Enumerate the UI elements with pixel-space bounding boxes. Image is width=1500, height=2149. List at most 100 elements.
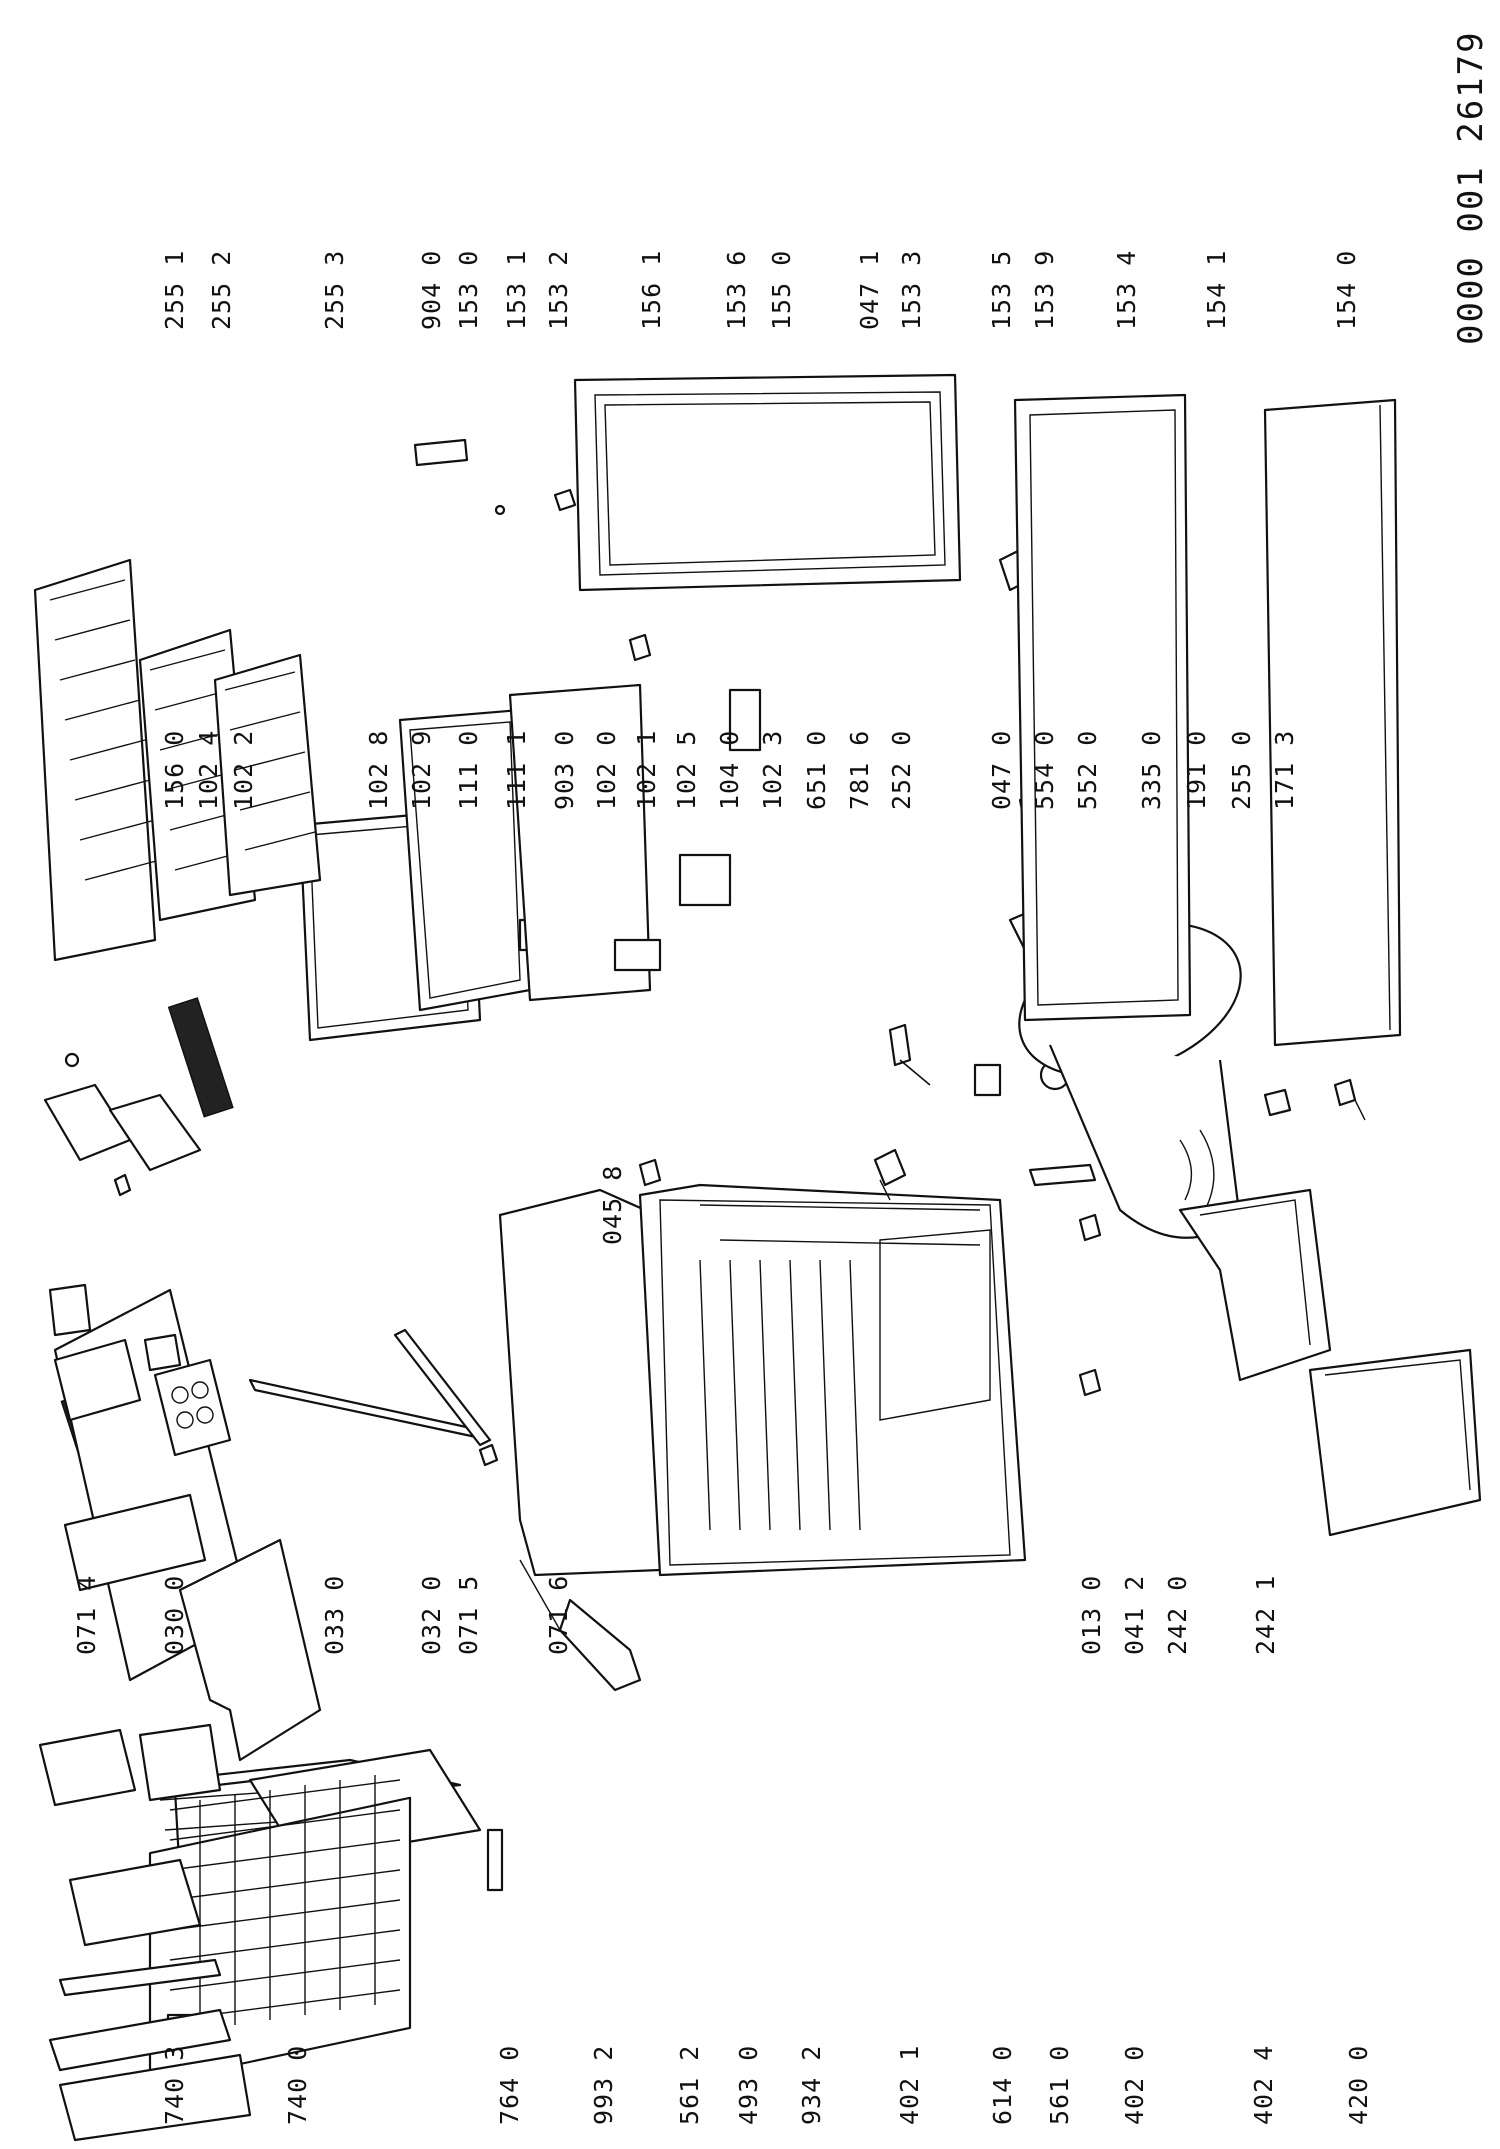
egg-tray-holder bbox=[53, 1338, 142, 1422]
label-1540: 154 0 bbox=[1332, 250, 1361, 330]
left-column-labels: 740 3 740 0 764 0 993 2 561 2 493 0 934 … bbox=[160, 2045, 1373, 2125]
egg-tray-lid bbox=[48, 1283, 92, 1337]
label-9040: 904 0 bbox=[417, 250, 446, 330]
label-1910: 191 0 bbox=[1182, 730, 1211, 810]
label-4020: 402 0 bbox=[1120, 2045, 1149, 2125]
label-0300: 030 0 bbox=[160, 1575, 189, 1655]
label-0470: 047 0 bbox=[987, 730, 1016, 810]
foot-grommet bbox=[1078, 1368, 1102, 1397]
terminal-connector bbox=[973, 1063, 1002, 1097]
label-1024: 102 4 bbox=[194, 730, 223, 810]
label-2520: 252 0 bbox=[887, 730, 916, 810]
label-1021: 102 1 bbox=[632, 730, 661, 810]
label-1023: 102 3 bbox=[758, 730, 787, 810]
bottle-bin-long bbox=[48, 2008, 232, 2072]
door-bin-2 bbox=[38, 1728, 137, 1807]
label-1541: 154 1 bbox=[1202, 250, 1231, 330]
label-1530: 153 0 bbox=[454, 250, 483, 330]
label-3350: 335 0 bbox=[1137, 730, 1166, 810]
label-2553: 255 3 bbox=[320, 250, 349, 330]
label-2421: 242 1 bbox=[1251, 1575, 1280, 1655]
label-1561: 156 1 bbox=[637, 250, 666, 330]
cabinet-body bbox=[498, 1183, 1027, 1577]
label-9932: 993 2 bbox=[589, 2045, 618, 2125]
bottle-bin bbox=[58, 2053, 252, 2142]
document-number: 0000 001 26179 bbox=[1451, 30, 1491, 345]
hinge-pin-top bbox=[638, 1158, 662, 1187]
label-7816: 781 6 bbox=[845, 730, 874, 810]
label-5520: 552 0 bbox=[1073, 730, 1102, 810]
label-4930: 493 0 bbox=[734, 2045, 763, 2125]
label-1025: 102 5 bbox=[672, 730, 701, 810]
label-5540: 554 0 bbox=[1030, 730, 1059, 810]
label-2420: 242 0 bbox=[1163, 1575, 1192, 1655]
compressor-grommet bbox=[1263, 1088, 1292, 1117]
freezer-door bbox=[508, 683, 652, 1002]
worktop bbox=[178, 1538, 322, 1762]
label-9030: 903 0 bbox=[550, 730, 579, 810]
label-1020: 102 0 bbox=[592, 730, 621, 810]
door-handle bbox=[728, 688, 762, 752]
label-1531: 153 1 bbox=[502, 250, 531, 330]
refrigerator-door-upper bbox=[573, 373, 962, 592]
label-0715: 071 5 bbox=[454, 1575, 483, 1655]
egg-tray bbox=[153, 1358, 232, 1457]
glass-shelf-3 bbox=[213, 653, 322, 897]
label-1713: 171 3 bbox=[1270, 730, 1299, 810]
label-4024: 402 4 bbox=[1249, 2045, 1278, 2125]
thermostat-capillary bbox=[558, 1598, 642, 1692]
label-1536: 153 6 bbox=[722, 250, 751, 330]
screw bbox=[494, 504, 506, 516]
label-1029: 102 9 bbox=[407, 730, 436, 810]
label-1550: 155 0 bbox=[767, 250, 796, 330]
label-1539: 153 9 bbox=[1030, 250, 1059, 330]
pin bbox=[64, 1052, 80, 1068]
label-7403: 740 3 bbox=[160, 2045, 189, 2125]
hinge-bracket-bottom bbox=[1028, 1163, 1097, 1187]
top-clip bbox=[478, 1443, 499, 1467]
door-bin-3 bbox=[138, 1723, 222, 1802]
glass-shelf-bottom bbox=[1263, 398, 1402, 1047]
bottle-rail bbox=[58, 1958, 222, 1997]
label-0458: 045 8 bbox=[598, 1165, 627, 1245]
drier-filter bbox=[486, 1828, 504, 1892]
crisper-drawer-large bbox=[1308, 1348, 1482, 1537]
label-6140: 614 0 bbox=[988, 2045, 1017, 2125]
refrigerator-door-lower bbox=[1013, 393, 1192, 1022]
label-1022: 102 2 bbox=[229, 730, 258, 810]
label-1560: 156 0 bbox=[160, 730, 189, 810]
lamp-bulb bbox=[888, 1023, 912, 1067]
label-4021: 402 1 bbox=[895, 2045, 924, 2125]
label-4200: 420 0 bbox=[1344, 2045, 1373, 2125]
label-0471: 047 1 bbox=[855, 250, 884, 330]
middle-column-labels: 071 4 030 0 033 0 032 0 071 5 071 6 013 … bbox=[72, 1165, 1280, 1655]
right-middle-column-labels: 156 0 102 4 102 2 102 8 102 9 111 0 111 … bbox=[160, 730, 1299, 810]
label-0330: 033 0 bbox=[320, 1575, 349, 1655]
label-2551: 255 1 bbox=[160, 250, 189, 330]
label-0130: 013 0 bbox=[1077, 1575, 1106, 1655]
compressor-clip bbox=[1333, 1078, 1357, 1107]
small-flap bbox=[143, 1333, 182, 1372]
fixing-clip bbox=[553, 488, 577, 512]
label-5612: 561 2 bbox=[675, 2045, 704, 2125]
label-7640: 764 0 bbox=[495, 2045, 524, 2125]
label-2550: 255 0 bbox=[1227, 730, 1256, 810]
label-0714: 071 4 bbox=[72, 1575, 101, 1655]
thermostat bbox=[873, 1148, 907, 1187]
crisper-drawer bbox=[1178, 1188, 1332, 1382]
label-7400: 740 0 bbox=[283, 2045, 312, 2125]
label-1111: 111 1 bbox=[502, 730, 531, 810]
label-1532: 153 2 bbox=[544, 250, 573, 330]
hinge-pin-small bbox=[113, 1173, 132, 1197]
door-label bbox=[678, 853, 732, 907]
door-stop bbox=[628, 633, 652, 662]
label-1535: 153 5 bbox=[987, 250, 1016, 330]
door-bin-1 bbox=[63, 1493, 207, 1592]
fixing-strip bbox=[413, 438, 469, 467]
label-1533: 153 3 bbox=[897, 250, 926, 330]
glass-shelf-1 bbox=[33, 558, 161, 962]
label-0320: 032 0 bbox=[417, 1575, 446, 1655]
label-1028: 102 8 bbox=[364, 730, 393, 810]
label-1040: 104 0 bbox=[715, 730, 744, 810]
